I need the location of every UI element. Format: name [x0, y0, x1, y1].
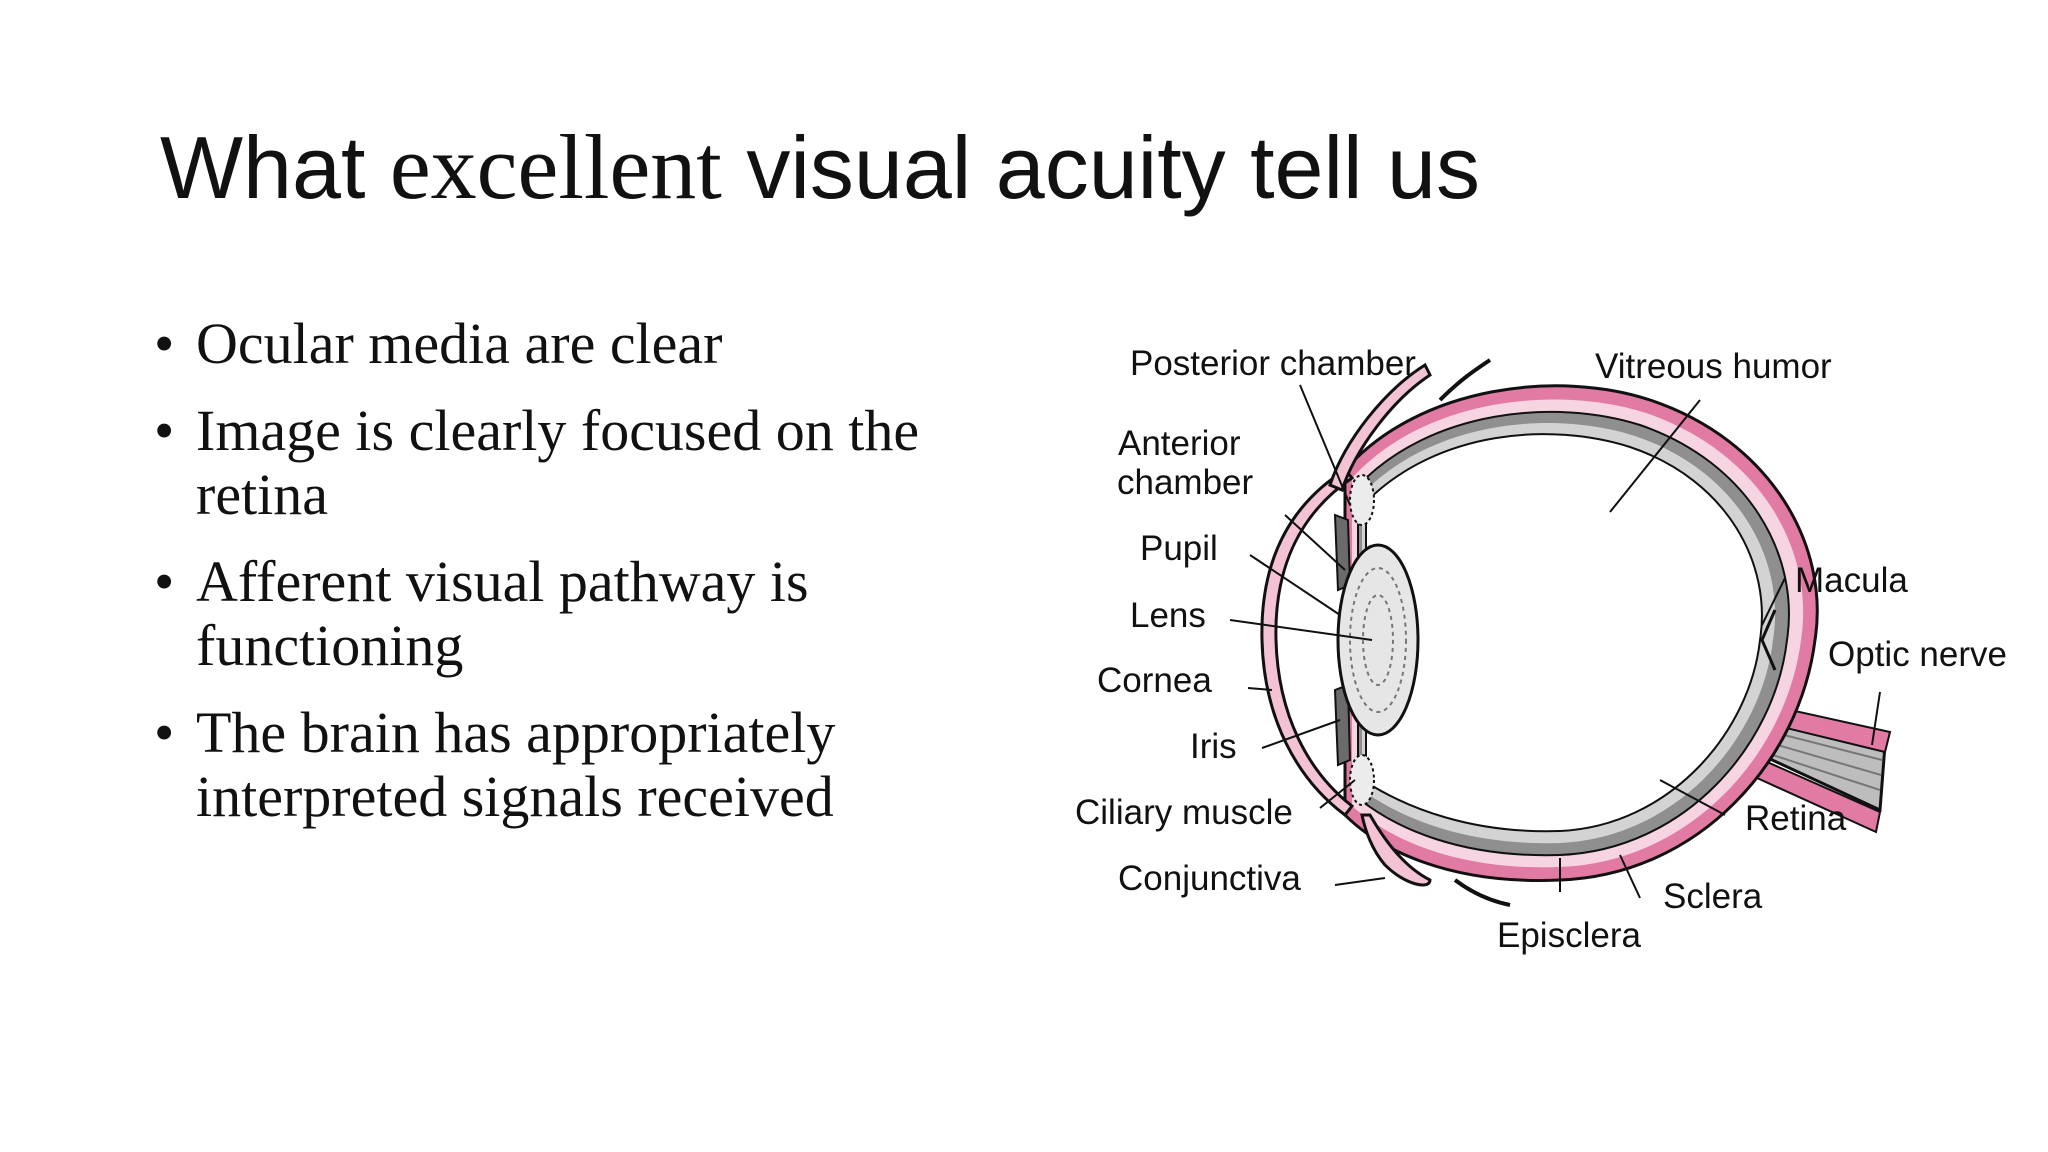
label-pupil: Pupil — [1140, 529, 1218, 568]
label-anterior-chamber-line2: chamber — [1117, 463, 1254, 502]
label-cornea: Cornea — [1097, 661, 1212, 700]
title-emphasis: excellent — [389, 116, 722, 218]
label-vitreous-humor: Vitreous humor — [1595, 347, 1832, 386]
bullet-item: • Image is clearly focused on the retina — [154, 399, 994, 527]
label-optic-nerve: Optic nerve — [1828, 635, 2007, 674]
title-lead: What — [160, 118, 390, 217]
label-sclera: Sclera — [1663, 877, 1763, 916]
title-tail: visual acuity tell us — [721, 118, 1480, 217]
bullet-item: • Ocular media are clear — [154, 312, 994, 376]
label-lens: Lens — [1130, 596, 1206, 635]
bullet-text: The brain has appropriately interpreted … — [196, 700, 836, 829]
eye-anatomy-diagram: Posterior chamber Vitreous humor Anterio… — [1075, 344, 2007, 955]
bullet-text: Ocular media are clear — [196, 311, 723, 376]
label-iris: Iris — [1190, 727, 1237, 766]
bullet-item: • The brain has appropriately interpreted… — [154, 701, 994, 829]
label-ciliary-muscle: Ciliary muscle — [1075, 793, 1293, 832]
bullet-marker: • — [154, 700, 175, 765]
label-episclera: Episclera — [1497, 916, 1641, 955]
label-anterior-chamber-line1: Anterior — [1118, 424, 1241, 463]
macula-notch — [1760, 609, 1777, 671]
leader-lines — [1229, 384, 1881, 899]
slide-title: What excellent visual acuity tell us — [160, 112, 1480, 223]
label-posterior-chamber: Posterior chamber — [1130, 344, 1416, 383]
bullet-marker: • — [154, 398, 175, 463]
vitreous-shape — [1365, 433, 1763, 833]
label-macula: Macula — [1795, 561, 1908, 600]
bullet-item: • Afferent visual pathway is functioning — [154, 550, 994, 678]
bullet-marker: • — [154, 311, 175, 376]
eyelid-lower-line — [1453, 878, 1511, 907]
ciliary-upper-shape — [1349, 474, 1375, 526]
cornea-shape — [1260, 468, 1355, 818]
bullet-list: • Ocular media are clear • Image is clearl… — [154, 312, 994, 852]
conjunctiva-upper-shape — [1328, 362, 1432, 493]
lens-core-ring — [1362, 594, 1394, 686]
label-conjunctiva: Conjunctiva — [1118, 859, 1301, 898]
bullet-text: Afferent visual pathway is functioning — [196, 549, 809, 678]
bullet-text: Image is clearly focused on the retina — [196, 398, 920, 527]
lens-inner-ring — [1349, 567, 1407, 713]
conjunctiva-lower-shape — [1360, 813, 1432, 887]
bullet-marker: • — [154, 549, 175, 614]
label-retina: Retina — [1745, 799, 1847, 838]
eyelid-upper-line — [1438, 358, 1492, 402]
ciliary-lower-shape — [1349, 754, 1375, 806]
